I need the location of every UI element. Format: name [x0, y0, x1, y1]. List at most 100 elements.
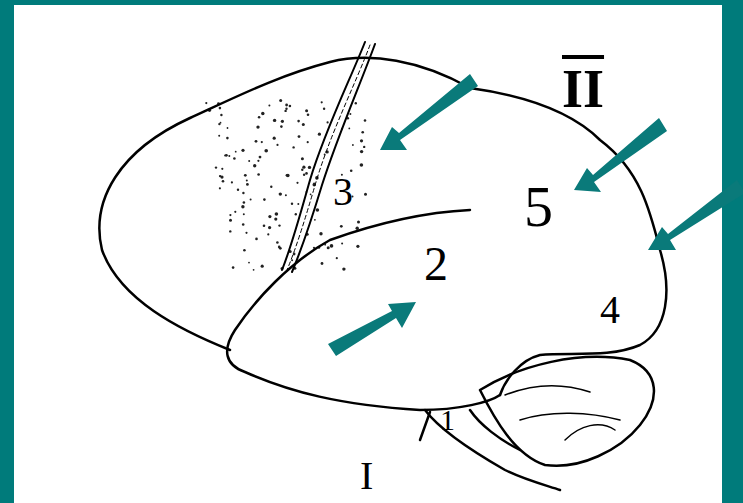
stipple-dot — [292, 146, 294, 148]
stipple-dot — [356, 245, 359, 248]
stipple-dot — [268, 215, 271, 218]
stipple-dot — [284, 110, 286, 112]
stipple-dot — [246, 180, 248, 182]
stipple-dot — [242, 223, 245, 226]
stipple-dot — [308, 166, 311, 169]
stipple-dot — [227, 127, 229, 129]
stipple-dot — [302, 166, 305, 169]
stipple-dot — [285, 194, 287, 196]
stipple-dot — [261, 112, 264, 115]
stipple-dot — [313, 183, 315, 185]
stipple-dot — [363, 146, 365, 148]
stipple-dot — [219, 175, 221, 177]
stipple-dot — [298, 135, 301, 138]
stipple-dot — [222, 180, 225, 183]
stipple-dot — [264, 149, 268, 153]
stipple-dot — [296, 182, 298, 184]
stipple-dot — [229, 219, 232, 222]
stipple-dot — [297, 120, 300, 123]
stipple-dot — [255, 140, 258, 143]
stipple-dot — [349, 113, 351, 115]
stipple-dot — [321, 101, 323, 103]
stipple-dot — [255, 238, 258, 241]
stipple-dot — [327, 121, 329, 123]
stipple-dot — [307, 113, 310, 116]
stipple-dot — [267, 233, 269, 235]
callout-number: 3 — [333, 172, 353, 212]
stipple-dot — [276, 241, 279, 244]
stipple-dot — [301, 169, 303, 171]
stipple-dot — [253, 164, 256, 167]
stipple-dot — [244, 174, 247, 177]
stipple-dot — [302, 123, 305, 126]
stipple-dot — [291, 259, 293, 261]
stipple-dot — [289, 105, 292, 108]
stipple-dot — [307, 141, 309, 143]
stipple-dot — [285, 108, 287, 110]
stipple-dot — [220, 114, 222, 116]
callout-number: 1 — [440, 405, 455, 435]
stipple-dot — [364, 119, 367, 122]
stipple-dot — [219, 187, 221, 189]
stipple-dot — [348, 127, 350, 129]
stipple-dot — [232, 266, 235, 269]
stipple-dot — [319, 232, 322, 235]
stipple-dot — [291, 203, 293, 205]
stipple-dot — [220, 122, 222, 124]
stipple-dot — [303, 174, 305, 176]
stipple-dot — [318, 133, 321, 136]
stipple-dot — [262, 113, 264, 115]
stipple-dot — [276, 144, 278, 146]
stipple-dot — [323, 108, 325, 110]
stipple-dot — [305, 109, 308, 112]
stipple-dot — [228, 155, 230, 157]
stipple-dot — [278, 246, 281, 249]
stipple-dot — [360, 163, 364, 167]
stipple-dot — [250, 199, 252, 201]
stipple-dot — [286, 174, 289, 177]
stipple-dot — [263, 225, 266, 228]
stipple-dot — [235, 151, 237, 153]
callout-number: 5 — [524, 178, 553, 236]
stipple-dot — [273, 137, 276, 140]
stipple-dot — [257, 173, 260, 176]
stipple-dot — [321, 262, 324, 265]
stipple-dot — [253, 269, 255, 271]
stipple-dot — [233, 157, 236, 160]
stipple-dot — [314, 219, 316, 221]
stipple-dot — [279, 192, 282, 195]
stipple-dot — [336, 257, 338, 259]
stipple-dot — [360, 139, 363, 142]
stipple-dot — [286, 174, 289, 177]
stipple-dot — [270, 186, 272, 188]
stipple-dot — [246, 183, 249, 186]
stipple-dot — [229, 214, 231, 216]
stipple-dot — [310, 193, 312, 195]
stipple-dot — [285, 104, 288, 107]
stipple-dot — [226, 137, 229, 140]
stipple-dot — [352, 144, 354, 146]
stipple-dot — [360, 150, 363, 153]
stipple-dot — [248, 160, 250, 162]
stipple-dot — [257, 160, 259, 162]
stipple-dot — [364, 193, 367, 196]
stipple-dot — [221, 168, 223, 170]
stipple-dot — [305, 172, 308, 175]
stipple-dot — [278, 224, 280, 226]
stipple-dot — [357, 220, 360, 223]
stipple-dot — [242, 192, 244, 194]
stipple-dot — [234, 211, 236, 213]
stipple-dot — [259, 156, 262, 159]
stipple-dot — [330, 244, 334, 248]
stipple-dot — [225, 154, 228, 157]
stipple-dot — [342, 267, 345, 270]
stipple-dot — [273, 119, 276, 122]
stipple-dot — [316, 208, 320, 212]
stipple-dot — [248, 262, 250, 264]
stipple-dot — [297, 203, 299, 205]
callout-number: 2 — [424, 240, 448, 288]
stipple-dot — [241, 205, 244, 208]
white-panel — [14, 5, 722, 503]
stipple-dot — [341, 242, 343, 244]
